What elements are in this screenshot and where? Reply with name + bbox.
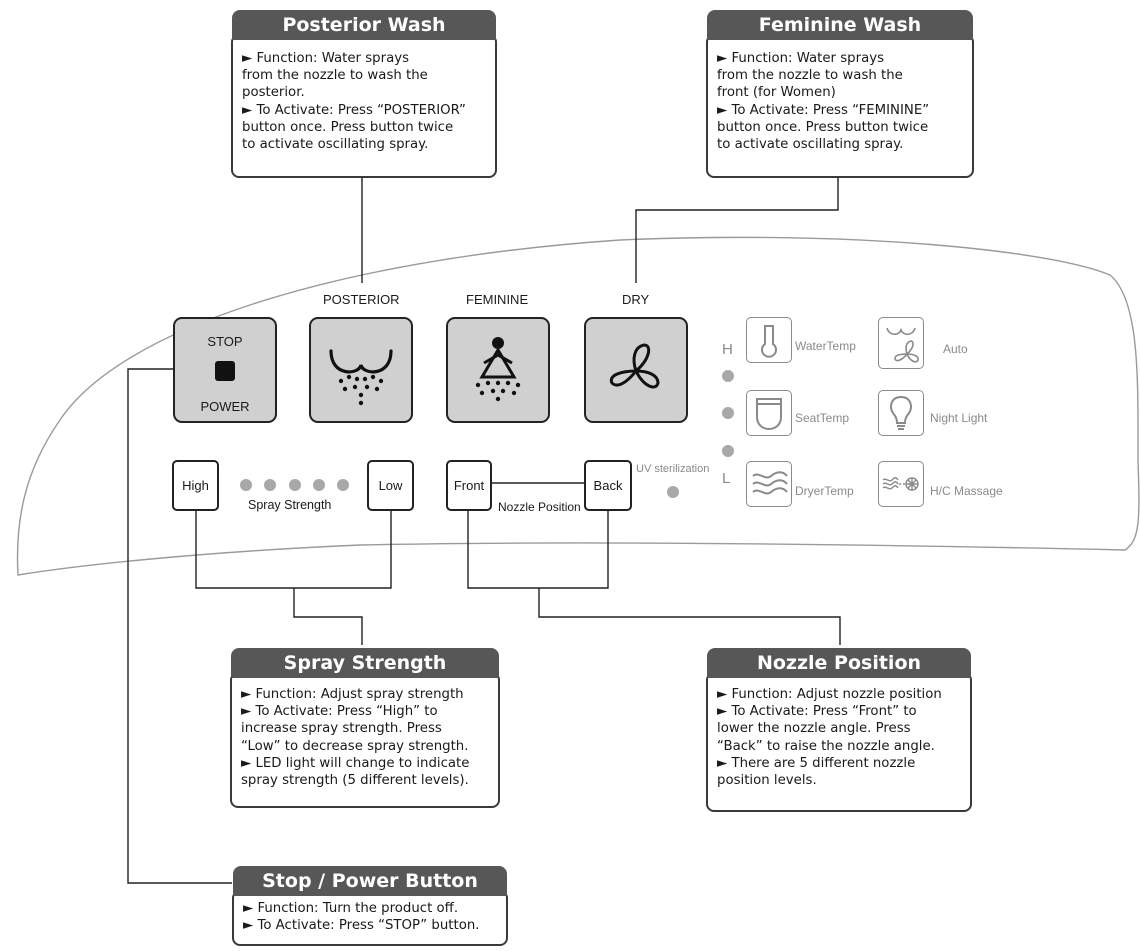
posterior-wash-title: Posterior Wash [232,10,496,40]
front-button[interactable]: Front [446,460,492,511]
feminine-button[interactable] [446,317,550,423]
dryer-temp-indicator [746,461,792,507]
nozzle-position-label: Nozzle Position [498,500,581,514]
heat-waves-icon [752,471,788,495]
callout-line: “Back” to raise the nozzle angle. [717,738,935,754]
bulb-icon [890,395,912,430]
callout-line: from the nozzle to wash the [242,68,428,84]
callout-line: front (for Women) [717,85,836,101]
stop-power-button[interactable]: STOP POWER [173,317,277,423]
stop-connector [127,368,232,884]
back-button[interactable]: Back [584,460,632,511]
callout-line: button once. Press button twice [717,119,929,135]
dry-button[interactable] [584,317,688,423]
spray-led [240,479,252,491]
high-button[interactable]: High [172,460,219,511]
callout-line: to activate oscillating spray. [717,137,904,153]
fan-icon [609,343,660,389]
l-level-label: L [722,470,731,487]
seat-icon [756,398,782,431]
posterior-button[interactable] [309,317,413,423]
callout-line: ► To Activate: Press “Front” to [717,704,917,720]
callout-line: ► To Activate: Press “FEMININE” [717,102,930,118]
nozzle-position-title: Nozzle Position [707,648,971,678]
temp-level-led [722,370,734,382]
feminine-label: FEMININE [466,292,529,307]
stop-square-icon [215,361,235,381]
water-temp-label: WaterTemp [795,339,856,353]
spray-strength-callout: Spray Strength ► Function: Adjust spray … [230,648,500,808]
hot-cold-massage-icon [882,477,919,491]
callout-line: “Low” to decrease spray strength. [241,738,469,754]
callout-line: to activate oscillating spray. [242,137,429,153]
stop-power-title: Stop / Power Button [233,866,507,896]
spray-led [313,479,325,491]
auto-label: Auto [943,342,968,356]
spray-strength-title: Spray Strength [231,648,499,678]
seat-temp-label: SeatTemp [795,411,850,425]
temp-level-led [722,407,734,419]
uv-led [667,486,679,498]
posterior-spray-icon [329,349,393,406]
hc-massage-label: H/C Massage [930,484,1003,498]
callout-line: lower the nozzle angle. Press [717,721,911,737]
callout-line: ► To Activate: Press “POSTERIOR” [242,102,466,118]
callout-line: ► LED light will change to indicate [241,755,470,771]
feminine-connector [635,176,839,283]
spray-strength-label: Spray Strength [248,498,332,512]
thermometer-icon [761,325,777,358]
panel-outline [16,236,1140,576]
hc-massage-indicator [878,461,924,507]
stop-power-callout: Stop / Power Button ► Function: Turn the… [232,866,508,946]
callout-line: ► To Activate: Press “STOP” button. [243,918,480,934]
callout-line: ► To Activate: Press “High” to [241,704,438,720]
callout-line: from the nozzle to wash the [717,68,903,84]
callout-line: ► Function: Adjust spray strength [241,687,464,702]
power-label: POWER [200,399,250,414]
stop-label: STOP [207,334,243,349]
callout-line: position levels. [717,773,817,789]
temp-level-led [722,445,734,457]
spray-connector [195,511,392,645]
h-level-label: H [722,341,733,358]
seat-temp-indicator [746,390,792,436]
night-light-indicator [878,390,924,436]
auto-dry-icon [886,327,919,363]
callout-line: ► Function: Water sprays [242,51,410,66]
low-button[interactable]: Low [367,460,414,511]
callout-line: increase spray strength. Press [241,721,442,737]
posterior-label: POSTERIOR [323,292,400,307]
spray-led [337,479,349,491]
water-temp-indicator [746,317,792,363]
spray-led [264,479,276,491]
dry-label: DRY [622,292,650,307]
dryer-temp-label: DryerTemp [795,484,854,498]
night-light-label: Night Light [930,411,988,425]
uv-sterilization-label: UV sterilization [636,463,710,475]
feminine-spray-icon [475,337,521,402]
posterior-wash-callout: Posterior Wash ► Function: Water sprays … [231,10,497,178]
auto-indicator [878,317,924,369]
nozzle-position-callout: Nozzle Position ► Function: Adjust nozzl… [706,648,972,812]
callout-line: ► There are 5 different nozzle [717,755,916,771]
callout-line: posterior. [242,85,305,101]
nozzle-connector [467,511,841,645]
callout-line: ► Function: Turn the product off. [243,901,459,916]
callout-line: spray strength (5 different levels). [241,773,469,789]
callout-line: ► Function: Adjust nozzle position [717,687,942,702]
callout-line: ► Function: Water sprays [717,51,885,66]
spray-led [289,479,301,491]
feminine-wash-title: Feminine Wash [707,10,973,40]
feminine-wash-callout: Feminine Wash ► Function: Water sprays f… [706,10,974,178]
callout-line: button once. Press button twice [242,119,454,135]
